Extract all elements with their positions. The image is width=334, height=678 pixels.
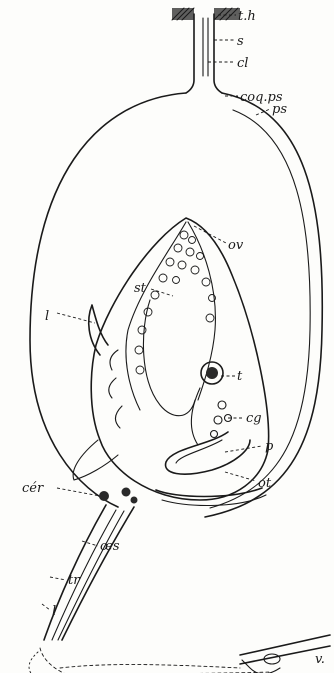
label-ot: ot	[258, 476, 272, 491]
stalk	[186, 14, 222, 93]
cerebral-bodies	[99, 488, 138, 504]
visceral-mass	[73, 218, 268, 500]
label-tr: tr	[68, 573, 80, 588]
label-cl: cl	[237, 56, 248, 71]
labels: t.h s cl coq.ps ps ov st l t cg cér p ot…	[22, 9, 325, 667]
label-t: t	[237, 369, 243, 384]
label-ps: ps	[272, 102, 287, 117]
label-v: v.	[315, 652, 325, 667]
label-p: p	[265, 439, 274, 454]
label-oes: œs	[100, 539, 120, 554]
label-th: t.h	[238, 9, 256, 24]
tube-head	[172, 8, 240, 20]
label-s: s	[237, 34, 244, 49]
label-cer: cér	[22, 481, 44, 496]
dashed-continuation	[29, 648, 270, 673]
foot	[165, 432, 250, 474]
label-st: st	[134, 281, 147, 296]
leader-lines	[42, 15, 270, 610]
oesophagus	[44, 505, 134, 640]
label-cg: cg	[246, 411, 262, 426]
label-l-lower: l	[52, 604, 56, 619]
label-l-upper: l	[45, 309, 49, 324]
label-ov: ov	[228, 238, 244, 253]
